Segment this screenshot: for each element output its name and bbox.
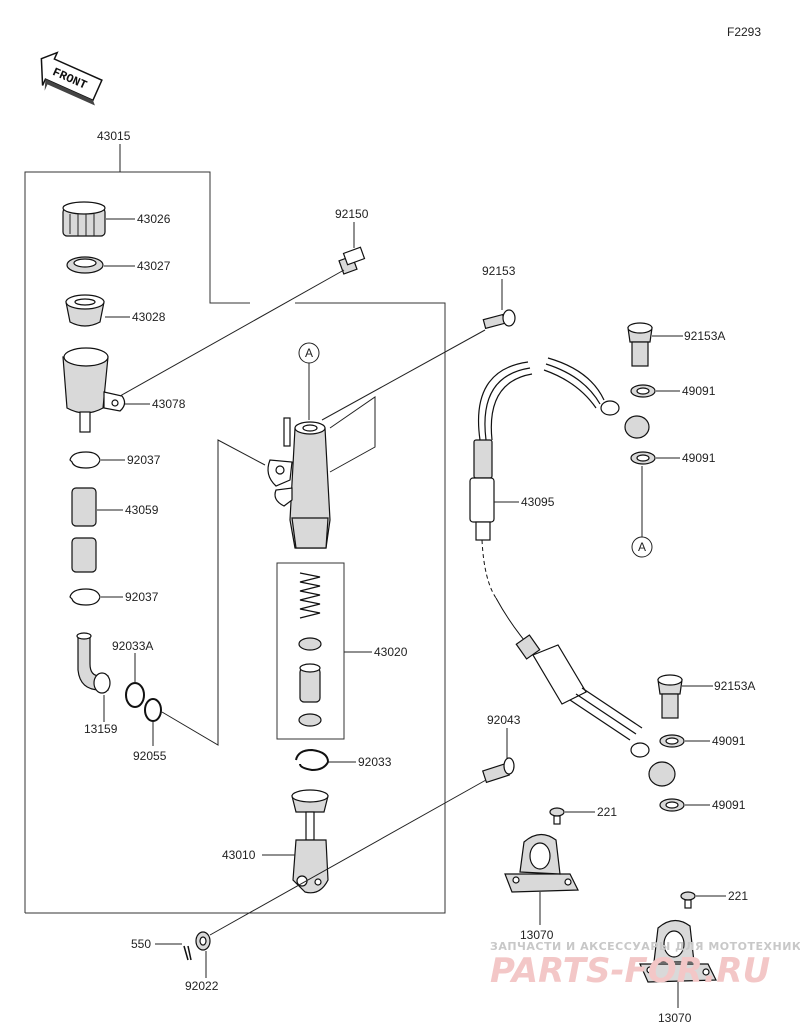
label-92153A-upper: 92153A (684, 329, 725, 343)
label-49091-2: 49091 (682, 451, 716, 465)
hose-clamp-upper (69, 451, 101, 469)
ref-mark-a-lower: A (631, 466, 653, 558)
push-rod (291, 789, 329, 894)
washer-49091-4 (659, 798, 685, 812)
reservoir-hose (71, 487, 97, 573)
bracket-13070-upper (504, 833, 579, 893)
svg-text:A: A (638, 540, 646, 554)
washer-49091-1 (630, 384, 656, 398)
label-43020: 43020 (374, 645, 408, 659)
label-43010: 43010 (222, 848, 256, 862)
label-92153: 92153 (482, 264, 516, 278)
reservoir-tank (62, 347, 126, 433)
label-92153A-lower: 92153A (714, 679, 755, 693)
master-cylinder-body (267, 417, 331, 549)
elbow-fitting (76, 632, 111, 694)
label-92150: 92150 (335, 207, 369, 221)
banjo-bolt-upper (627, 322, 653, 367)
label-13070-upper: 13070 (520, 928, 554, 942)
label-92037-lower: 92037 (125, 590, 159, 604)
label-92033A: 92033A (112, 639, 153, 653)
label-92043: 92043 (487, 713, 521, 727)
label-13070-lower: 13070 (658, 1011, 692, 1025)
label-92033: 92033 (358, 755, 392, 769)
label-92055: 92055 (133, 749, 167, 763)
label-43095: 43095 (521, 495, 555, 509)
piston-kit (276, 562, 345, 740)
diaphragm-plate (66, 256, 104, 274)
label-43059: 43059 (125, 503, 159, 517)
label-92037-upper: 92037 (127, 453, 161, 467)
circlip-small (125, 682, 145, 708)
cotter-pin (183, 945, 192, 961)
brake-hose (469, 357, 676, 787)
label-43026: 43026 (137, 212, 171, 226)
label-49091-4: 49091 (712, 798, 746, 812)
hose-clamp-lower (69, 588, 101, 606)
screw-221-upper (549, 807, 565, 825)
pin-92043 (481, 757, 515, 784)
svg-text:A: A (305, 346, 313, 360)
label-43027: 43027 (137, 259, 171, 273)
figure-code: F2293 (727, 25, 761, 39)
label-13159: 13159 (84, 722, 118, 736)
screw-221-lower (680, 891, 696, 909)
reservoir-cap (62, 201, 106, 237)
label-49091-1: 49091 (682, 384, 716, 398)
front-arrow-icon: FRONT (40, 51, 103, 106)
label-221-upper: 221 (597, 805, 617, 819)
circlip-large (295, 748, 330, 772)
watermark-tagline: ЗАПЧАСТИ И АКСЕССУАРЫ ДЛЯ МОТОТЕХНИКИ (490, 940, 800, 953)
washer-92022 (195, 931, 211, 951)
label-92022: 92022 (185, 979, 219, 993)
bracket-13070-lower (639, 919, 717, 983)
washer-49091-2 (630, 451, 656, 465)
label-43028: 43028 (132, 310, 166, 324)
label-43078: 43078 (152, 397, 186, 411)
label-43015: 43015 (97, 129, 131, 143)
watermark-logo: PARTS-FOR.RU (490, 951, 770, 991)
bolt-92150 (338, 246, 366, 275)
o-ring (144, 698, 162, 722)
assembly-frame (24, 144, 446, 914)
diaphragm (65, 294, 105, 327)
washer-49091-3 (659, 734, 685, 748)
bolt-92153 (482, 309, 516, 330)
label-550: 550 (131, 937, 151, 951)
ref-mark-a-upper: A (298, 342, 320, 420)
label-221-lower: 221 (728, 889, 748, 903)
label-49091-3: 49091 (712, 734, 746, 748)
banjo-bolt-lower (657, 674, 683, 719)
